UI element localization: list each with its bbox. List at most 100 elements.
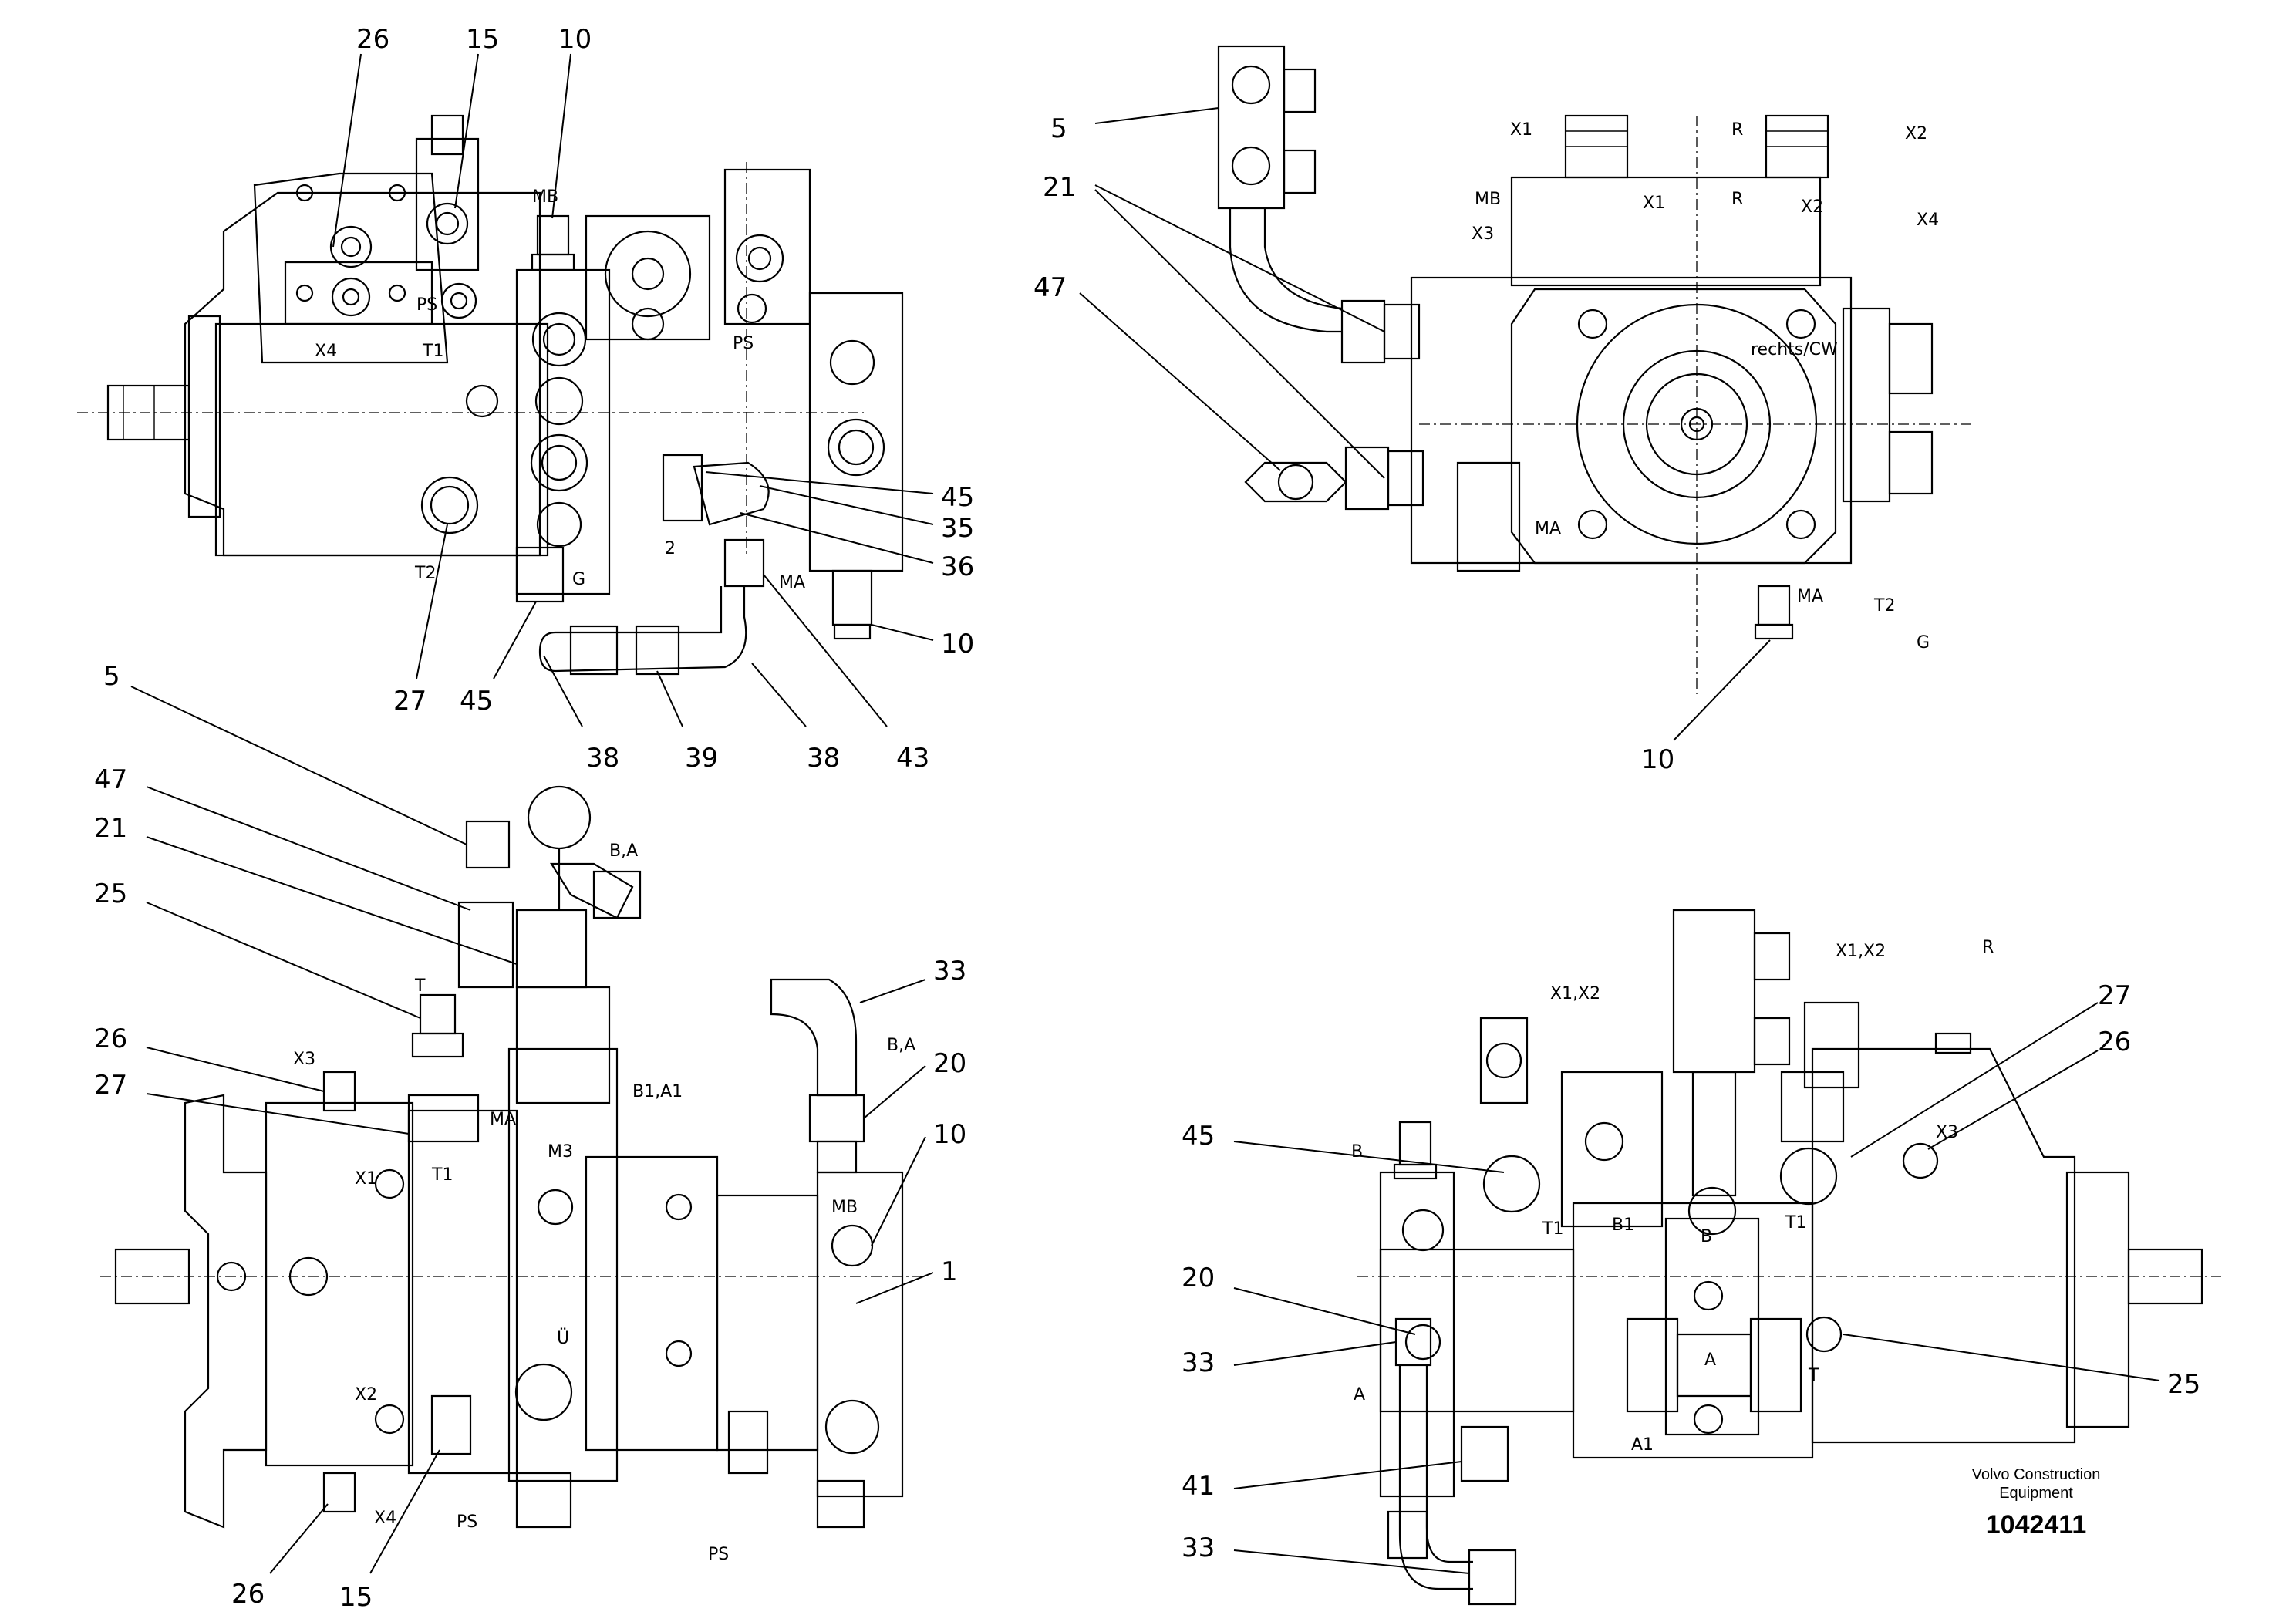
port-mb: MB [532,187,558,207]
port-mb-b: MB [1475,190,1501,209]
port-ma-d: MA [490,1110,516,1129]
callout-45: 45 [941,482,974,513]
port-x1x2: X1,X2 [1550,984,1600,1003]
port-x3: X3 [1472,224,1494,244]
callout-21: 21 [1043,172,1076,203]
callout-47: 47 [1033,272,1067,303]
port-ps-d: PS [708,1545,729,1564]
rotation-label: rechts/CW [1751,340,1838,359]
callout-45b: 45 [460,686,493,717]
callouts-bottom-left: 5 47 21 25 26 27 33 20 10 1 26 15 [94,661,966,1613]
ports-top-left: MB X4 PS T1 PS T2 G MA 2 [315,187,805,592]
port-ma-c: MA [1797,587,1823,606]
port-t2b: T2 [1873,596,1895,615]
brand-line-2: Equipment [1999,1485,2073,1502]
port-r-b: R [1982,938,1994,957]
callout-10: 10 [558,24,592,55]
callout-47b: 47 [94,764,127,795]
callout-33c: 33 [1182,1533,1215,1563]
callout-45c: 45 [1182,1121,1215,1152]
port-t1: T1 [422,342,443,361]
callout-5: 5 [1050,113,1067,144]
ports-top-right: X1 R X2 X1 R X2 MB X3 X4 rechts/CW MA T2… [1472,120,1939,653]
port-m3: M3 [548,1142,573,1162]
callout-25b: 25 [2167,1369,2200,1400]
port-x1: X1 [1510,120,1532,140]
port-x2b: X2 [1801,197,1823,217]
ports-bottom-right: X1,X2 X1,X2 R B T1 B1 B T1 X3 A A T A1 [1351,938,1994,1455]
port-x4c: X4 [374,1509,396,1528]
port-t: T [414,976,426,996]
callout-26d: 26 [2098,1027,2131,1057]
port-x4: X4 [315,342,337,361]
port-a: A [1354,1385,1365,1404]
callout-10b: 10 [941,629,974,659]
callout-20: 20 [933,1048,966,1079]
port-mb-c: MB [831,1198,858,1217]
callout-25: 25 [94,878,127,909]
port-ps: PS [416,295,437,315]
port-ma: MA [779,573,805,592]
callout-20b: 20 [1182,1263,1215,1293]
port-u: Ü [557,1328,569,1348]
port-ma-b: MA [1535,519,1561,538]
callout-33b: 33 [1182,1347,1215,1378]
port-rb: R [1731,190,1743,209]
port-x2c: X2 [355,1385,377,1404]
port-x3c: X3 [1936,1123,1958,1142]
port-gb: G [1917,633,1930,653]
callout-27: 27 [393,686,426,717]
callout-1: 1 [941,1256,958,1287]
port-t-b: T [1808,1366,1819,1385]
callouts-top-right: 5 21 47 10 [1033,107,1771,775]
view-bottom-right [1357,909,2221,1606]
port-x3b: X3 [293,1050,315,1069]
port-t2: T2 [414,564,436,583]
brand-block: Volvo Construction Equipment 1042411 [1928,1465,2144,1540]
callout-26b: 26 [94,1023,127,1054]
port-x4b: X4 [1917,211,1939,230]
port-ba-b: B,A [887,1036,915,1055]
callout-35: 35 [941,513,974,544]
port-b-b: B [1701,1227,1712,1246]
callout-15: 15 [466,24,499,55]
callout-38b: 38 [807,743,840,774]
ports-bottom-left: B,A T X3 B1,A1 MA T1 M3 X1 X2 Ü MB B,A P… [293,841,915,1564]
view-top-left [77,114,904,676]
callout-10d: 10 [933,1119,966,1150]
callout-43: 43 [896,743,929,774]
callout-41: 41 [1182,1471,1215,1502]
callout-5b: 5 [103,661,120,692]
callout-27c: 27 [2098,980,2131,1011]
brand-line-1: Volvo Construction [1971,1466,2101,1483]
port-ba: B,A [609,841,638,861]
callout-33: 33 [933,956,966,986]
callout-21b: 21 [94,813,127,844]
port-g: G [572,570,585,589]
port-ps-b: PS [733,334,754,353]
callout-39: 39 [685,743,718,774]
callout-36: 36 [941,551,974,582]
port-r: R [1731,120,1743,140]
port-x2: X2 [1905,124,1927,143]
view-bottom-left [100,785,925,1529]
callout-15b: 15 [339,1582,373,1613]
port-b: B [1351,1142,1363,1162]
port-ps-c: PS [457,1512,477,1532]
callout-38: 38 [586,743,619,774]
view-top-right [1217,45,1974,694]
callout-26c: 26 [231,1579,265,1610]
callout-26: 26 [356,24,389,55]
port-a-b: A [1704,1351,1716,1370]
port-b1a1: B1,A1 [632,1082,683,1101]
callouts-bottom-right: 45 20 33 41 33 27 26 25 [1182,980,2200,1574]
port-x1b: X1 [1643,194,1665,213]
port-x1x2b: X1,X2 [1836,942,1886,961]
port-t1d: T1 [1785,1213,1806,1233]
port-t1c: T1 [1542,1219,1563,1239]
port-x1c: X1 [355,1169,377,1189]
port-t1b: T1 [431,1165,453,1185]
callout-27b: 27 [94,1070,127,1101]
port-b1: B1 [1612,1216,1634,1235]
